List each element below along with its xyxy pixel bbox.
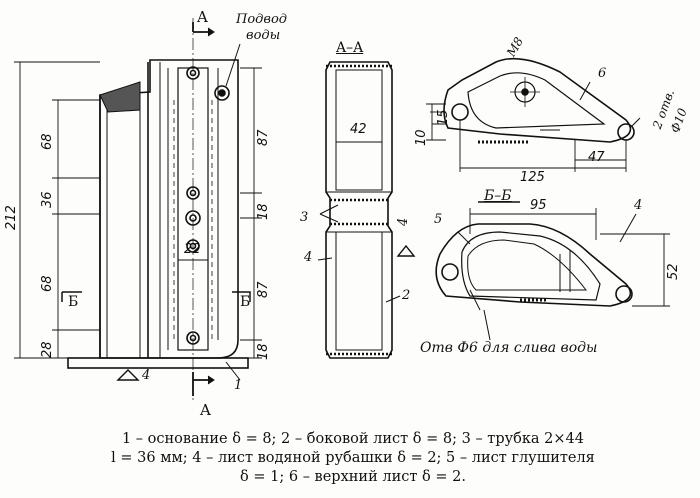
dim-68-bottom: 68 [40,275,55,292]
dim-42: 42 [350,122,367,137]
dim-212: 212 [4,205,19,230]
section-b-label-right: Б [240,294,251,310]
top-view [426,57,641,172]
dim-36: 36 [40,191,55,208]
front-view [61,18,251,400]
caption-line-1: 1 – основание δ = 8; 2 – боковой лист δ … [121,431,585,447]
weld-triangle [396,244,416,257]
section-bb-title: Б–Б [484,188,512,204]
dim-87-top: 87 [256,129,271,146]
dim-95: 95 [530,198,547,213]
base-plate [67,357,249,369]
water-inlet-label-1: Подвод [236,12,288,27]
section-bb [435,201,670,341]
part-number-1: 1 [234,378,243,393]
part-number-5: 5 [434,212,443,227]
dim-47: 47 [588,150,605,165]
dim-68-top: 68 [40,133,55,150]
section-a-label-bottom: A [200,401,211,419]
part-number-2: 2 [402,288,411,303]
section-b-label-left: Б [68,294,79,310]
weld-label-front: 4 [142,368,151,383]
part-number-6: 6 [598,66,607,81]
dim-18-bottom: 18 [256,343,271,360]
dim-87-bottom: 87 [256,281,271,298]
dim-10: 10 [414,129,429,146]
dim-28: 28 [40,341,55,358]
body-outline [99,59,239,359]
water-inlet-label-2: воды [246,28,281,43]
drain-hole-label: Отв Ф6 для слива воды [420,340,598,356]
weld-triangle [116,369,140,381]
section-aa [317,61,401,359]
dim-52: 52 [666,263,681,280]
section-aa-title: A–A [336,40,364,56]
figure-caption: 1 – основание δ = 8; 2 – боковой лист δ … [18,430,688,487]
weld-label-aa: 4 [396,217,411,226]
dim-15: 15 [436,109,451,126]
part-number-3: 3 [300,210,309,225]
dim-18-top: 18 [256,203,271,220]
caption-line-2: l = 36 мм; 4 – лист водяной рубашки δ = … [111,450,595,466]
part-number-4-bb: 4 [634,198,643,213]
part-number-4-aa: 4 [304,250,313,265]
caption-line-3: δ = 1; 6 – верхний лист δ = 2. [240,469,466,485]
dim-22: 22 [184,242,201,257]
dim-125: 125 [520,170,545,185]
section-a-label-top: A [197,8,208,26]
